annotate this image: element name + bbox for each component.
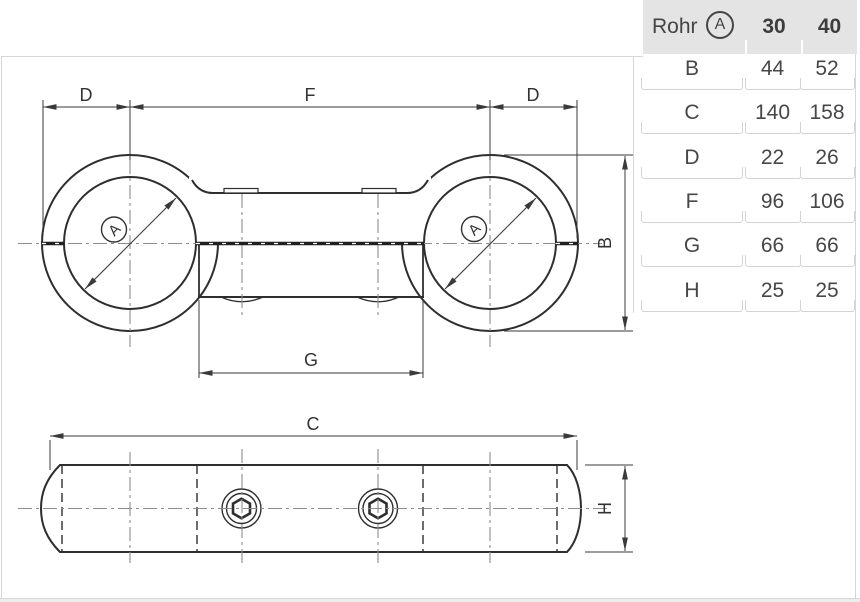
cell-underline [641,167,743,179]
top-view: A A [18,85,633,378]
page-right-border [855,0,856,599]
row-label: D [684,146,700,169]
row-value-30: 22 [760,146,785,169]
row-value-30: 66 [760,234,785,257]
cell-underline [745,211,801,223]
table-row: G 66 66 [0,231,860,275]
row-value-40: 25 [815,279,839,302]
row-value-40: 106 [809,190,845,213]
dim-label-f: F [305,85,316,105]
drawing-box-left-border [1,56,2,598]
row-label: F [685,190,699,213]
table-row: B 44 52 [0,54,860,98]
column-header-30: 30 [762,15,786,38]
dimension-labels-front-view: C H [307,414,616,515]
dim-label-b: B [595,237,615,249]
page-bottom-band [0,599,860,602]
cell-underline [745,167,801,179]
cell-underline [745,300,801,312]
cell-underline [641,78,743,90]
drawing-box-top-border [1,56,643,57]
dimensions-front-view [49,433,633,553]
cell-underline [641,122,743,134]
header-column-divider [745,40,747,54]
table-row: H 25 25 [0,276,860,320]
row-label: C [684,101,700,124]
balloon-a-left: A [100,216,128,243]
dim-label-c: C [307,414,320,434]
screw-boss-tabs [223,187,397,194]
header-column-divider [801,40,803,54]
cell-underline [800,255,855,267]
row-label: H [684,279,700,302]
cell-underline [745,255,801,267]
table-row: C 140 158 [0,98,860,142]
cell-underline [745,78,801,90]
row-label: G [683,234,701,257]
row-value-30: 44 [760,57,785,80]
centerlines-front-view [18,449,610,566]
row-value-40: 158 [809,101,845,124]
front-view: C H [18,414,633,566]
cell-underline [800,122,855,134]
table-header: Rohr A 30 40 [643,0,857,54]
row-value-40: 66 [815,234,839,257]
table-row: F 96 106 [0,187,860,231]
table-row: D 22 26 [0,143,860,187]
cell-underline [641,255,743,267]
cell-underline [641,300,743,312]
table-header-label: Rohr [652,15,698,38]
dim-label-g: G [304,350,318,370]
row-label: B [684,57,699,80]
table-left-border [633,56,634,313]
cell-underline [800,300,855,312]
dim-label-d-left: D [80,85,93,105]
row-value-30: 140 [754,101,791,124]
row-value-40: 26 [815,146,839,169]
cell-underline [800,211,855,223]
row-value-30: 25 [760,279,785,302]
row-value-40: 52 [815,57,839,80]
page-bottom-border [0,598,860,599]
cell-underline [800,78,855,90]
dimensions-top-view [42,100,633,378]
pipe-a-balloon-icon: A [706,11,734,39]
cell-underline [745,122,801,134]
dim-label-h: H [595,502,615,515]
column-header-40: 40 [817,15,842,38]
dimension-labels-top-view: D F D B G [80,85,616,370]
cell-underline [800,167,855,179]
balloon-a-right: A [460,215,488,243]
cell-underline [641,211,743,223]
dim-label-d-right: D [527,85,540,105]
row-value-30: 96 [760,190,785,213]
bore-diameter-arrows [84,197,537,290]
